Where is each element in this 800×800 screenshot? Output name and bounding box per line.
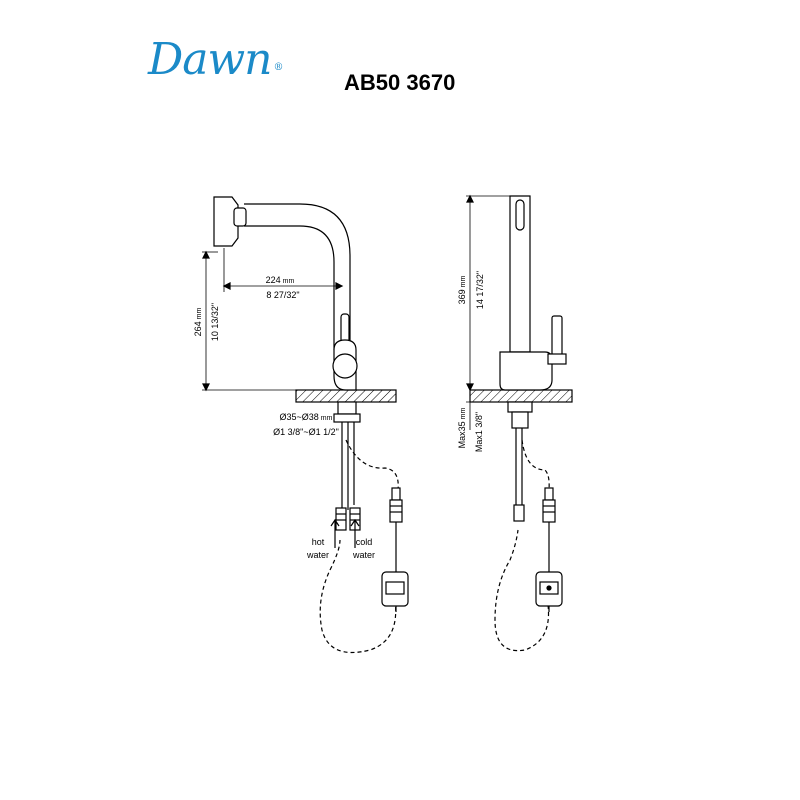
side-hose	[345, 439, 399, 491]
hot-water-label-2: water	[306, 550, 329, 560]
cold-water-label-2: water	[352, 550, 375, 560]
front-countertop	[469, 389, 573, 403]
side-height-in: 10 13/32"	[210, 303, 220, 341]
side-spout-head	[213, 196, 239, 247]
side-reach-in: 8 27/32"	[266, 290, 299, 300]
hot-water-label-1: hot	[312, 537, 325, 547]
front-handle	[551, 315, 563, 361]
cold-water-label-1: cold	[356, 537, 373, 547]
front-deck-in: Max1 3/8"	[474, 412, 484, 452]
side-hole-in: Ø1 3/8"~Ø1 1/2"	[273, 427, 339, 437]
brand-logo: Dawn®	[148, 34, 284, 85]
front-view	[466, 194, 573, 652]
front-deck-mm: Max35mm	[457, 407, 467, 448]
side-spout	[244, 203, 351, 350]
side-hot-connector	[335, 507, 347, 531]
front-body	[499, 351, 553, 391]
front-height-mm: 369mm	[457, 275, 467, 304]
side-view	[202, 196, 409, 654]
side-countertop	[295, 389, 397, 403]
front-height-in: 14 17/32"	[475, 271, 485, 309]
model-number: AB50 3670	[344, 70, 456, 95]
side-height-mm: 264mm	[193, 307, 203, 336]
